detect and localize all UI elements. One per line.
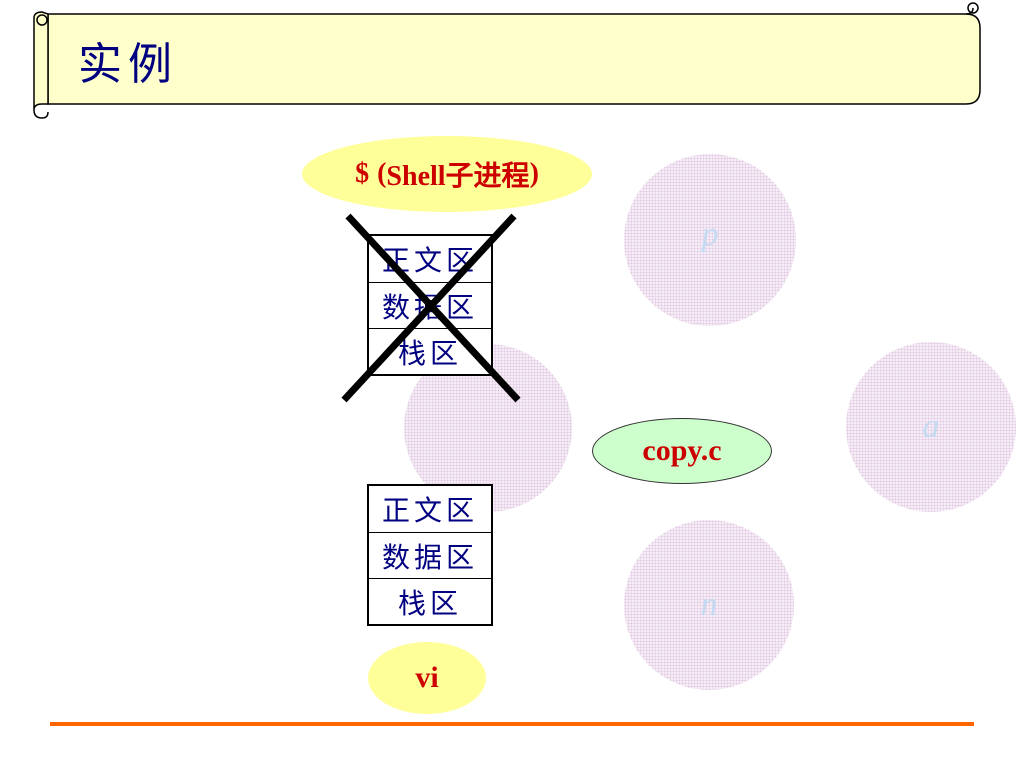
text-segment: 正文区 [381, 244, 478, 277]
bubble-label: a [922, 408, 940, 445]
close-paren: ) [529, 158, 539, 189]
source-file-name: copy.c [642, 434, 722, 467]
new-memory-image: 正文区 数据区 栈区 [367, 484, 493, 626]
bubble-label: p [701, 216, 719, 253]
shell-process-label: $ ( Shell子进程 ) [302, 136, 592, 212]
program-name: vi [415, 661, 439, 694]
scroll-banner [33, 2, 981, 119]
dollar-sign: $ [355, 158, 370, 189]
scroll-curl-left-icon [36, 14, 48, 26]
scroll-curl-right-icon [967, 2, 979, 14]
program-label-vi: vi [368, 642, 486, 714]
stack-segment: 栈区 [369, 578, 491, 624]
open-paren: ( [377, 158, 387, 189]
source-file-copy-c: copy.c [592, 418, 772, 484]
shell-process-text: Shell子进程 [386, 161, 530, 192]
data-segment: 数据区 [369, 282, 491, 328]
old-memory-image: 正文区 数据区 栈区 [367, 234, 493, 376]
data-segment: 数据区 [369, 532, 491, 578]
faded-bubble-p: p [624, 154, 796, 326]
faded-bubble-a: a [846, 342, 1016, 512]
stack-segment: 栈区 [369, 328, 491, 374]
slide-title: 实例 [78, 39, 178, 90]
bubble-label: n [700, 586, 718, 623]
bottom-divider [50, 722, 974, 726]
text-segment: 正文区 [381, 494, 478, 527]
faded-bubble-n: n [624, 520, 794, 690]
